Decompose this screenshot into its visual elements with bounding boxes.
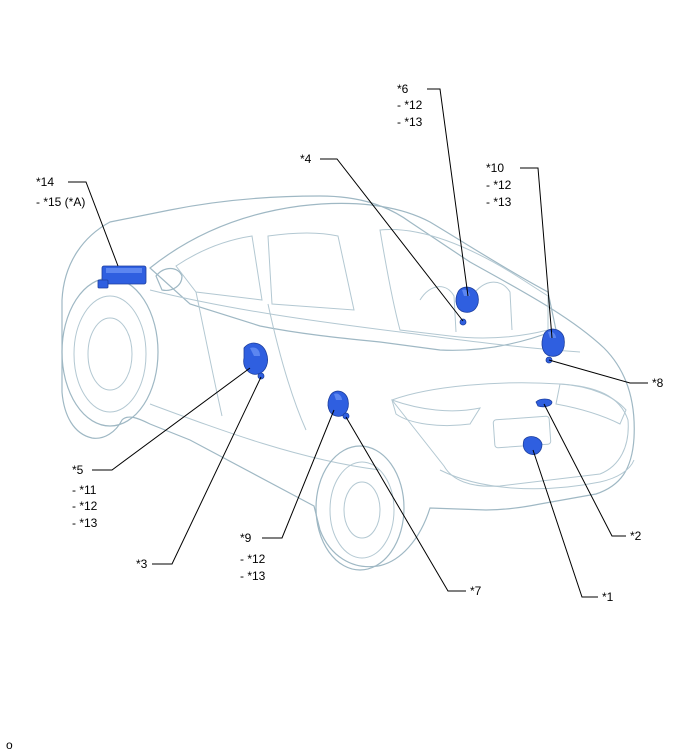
car-door-line: [267, 303, 307, 431]
callout-5-sub-1: - *11: [72, 483, 97, 497]
part-4: [459, 318, 467, 326]
leader-6: [427, 88, 469, 297]
callout-5-sub-3: - *13: [72, 516, 98, 530]
part-2: [535, 398, 553, 408]
callout-10-sub-1: - *12: [486, 178, 512, 192]
callout-1: *1: [602, 590, 614, 604]
callout-6-sub-1: - *12: [397, 98, 423, 112]
callout-10: *10: [486, 161, 504, 175]
leader-14: [68, 181, 119, 267]
callout-6: *6: [397, 82, 409, 96]
leader-9: [262, 409, 335, 539]
part-1: [522, 436, 543, 455]
leader-5: [92, 367, 251, 471]
part-9: [327, 390, 349, 417]
callout-2: *2: [630, 529, 642, 543]
car-illustration: [61, 195, 635, 571]
car-tailgate: [391, 382, 629, 487]
car-front-wheel: [61, 277, 159, 427]
callout-14-sub-1: - *15 (*A): [36, 195, 85, 209]
callout-9-sub-1: - *12: [240, 552, 266, 566]
leader-7: [345, 416, 466, 592]
leader-8: [548, 359, 648, 384]
component-parts: [97, 265, 565, 455]
car-rear-glass: [379, 228, 549, 339]
car-rear-bumper: [439, 459, 635, 490]
callout-7: *7: [470, 584, 482, 598]
corner-mark: o: [6, 738, 13, 752]
callout-6-sub-2: - *13: [397, 115, 423, 129]
car-body: [61, 195, 635, 568]
part-5: [243, 342, 268, 375]
part-10: [541, 328, 565, 357]
leader-lines: [68, 88, 648, 598]
car-side-window-rear: [267, 232, 355, 311]
callout-9: *9: [240, 531, 252, 545]
part-14: [97, 265, 147, 289]
callout-9-sub-2: - *13: [240, 569, 266, 583]
leader-3: [152, 376, 262, 565]
callout-5: *5: [72, 463, 84, 477]
car-tail-lamp: [555, 383, 627, 425]
car-roof: [149, 202, 557, 351]
part-6: [455, 286, 479, 313]
callout-8: *8: [652, 376, 664, 390]
car-side-mirror: [155, 267, 183, 291]
callouts: *6 - *12 - *13 *4 *10 - *12 - *13 *14 - …: [6, 82, 664, 752]
car-license-plate: [492, 415, 552, 449]
part-7: [342, 412, 350, 420]
car-tail-lamp: [391, 399, 482, 427]
leader-4: [320, 158, 464, 322]
car-rear-wheel: [315, 445, 405, 571]
callout-5-sub-2: - *12: [72, 499, 98, 513]
callout-14: *14: [36, 175, 54, 189]
leader-10: [520, 167, 553, 339]
callout-3: *3: [136, 557, 148, 571]
part-3: [257, 372, 265, 380]
car-side-window-front: [175, 235, 263, 301]
car-door-line: [195, 291, 223, 417]
callout-4: *4: [300, 152, 312, 166]
car-beltline: [149, 289, 581, 353]
leader-1: [532, 449, 598, 598]
leader-2: [543, 403, 626, 537]
callout-10-sub-2: - *13: [486, 195, 512, 209]
car-interior-seat: [419, 286, 457, 333]
